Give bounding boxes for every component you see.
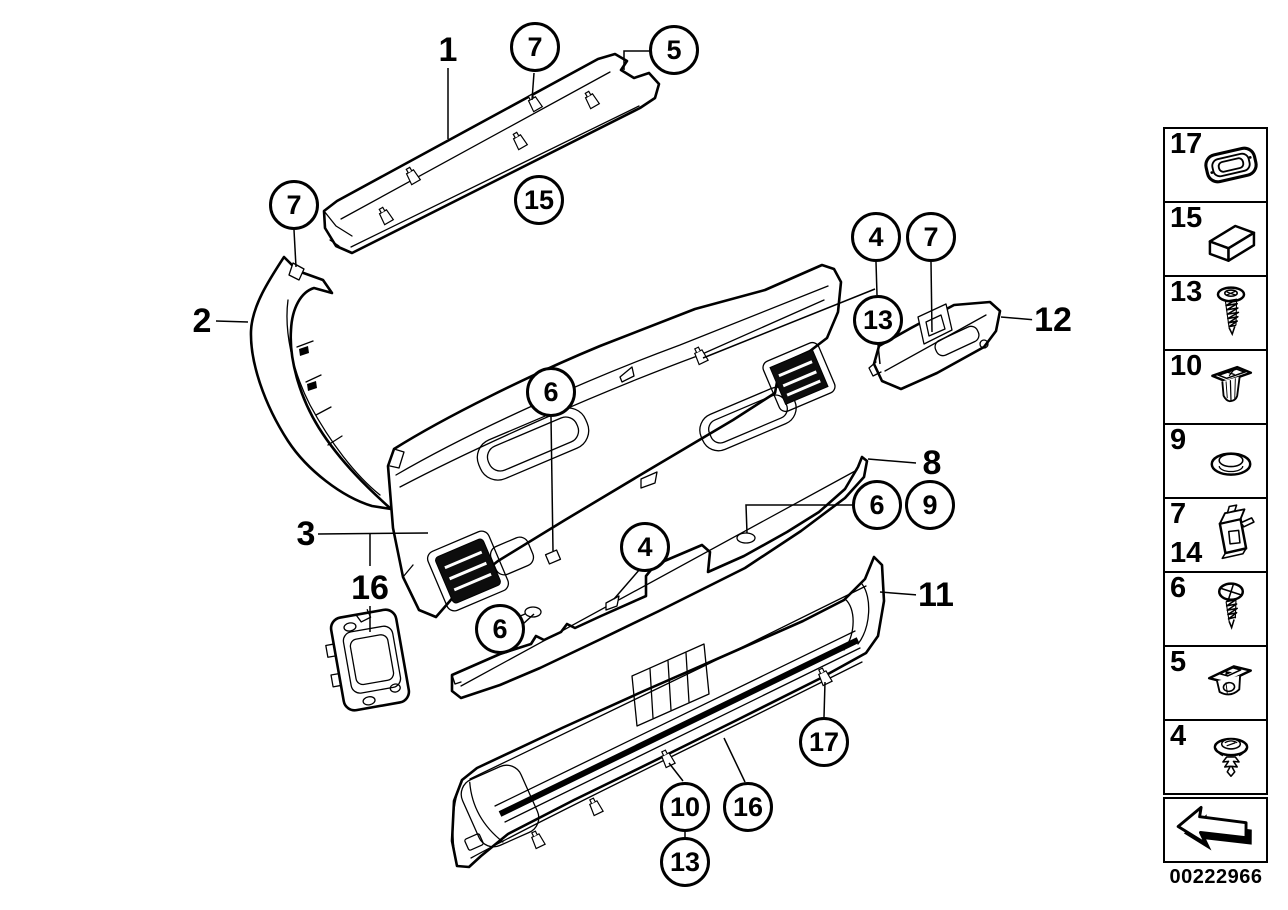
expanding-rivet-icon — [1213, 737, 1249, 777]
callout-7[interactable]: 7 — [906, 212, 956, 262]
legend-row-17[interactable]: 17 — [1165, 128, 1266, 201]
part-16-bracket — [325, 608, 411, 712]
legend-number-5: 5 — [1170, 646, 1187, 678]
legend-row-5[interactable]: 5 — [1165, 645, 1266, 719]
callout-4[interactable]: 4 — [851, 212, 901, 262]
callout-10[interactable]: 10 — [660, 782, 710, 832]
expanding-nut-icon — [1211, 365, 1253, 403]
callout-13[interactable]: 13 — [853, 295, 903, 345]
callout-8[interactable]: 8 — [920, 444, 944, 482]
direction-arrow-box — [1163, 797, 1268, 863]
part-3-main-trim-panel — [386, 263, 843, 619]
document-number: 00222966 — [1169, 866, 1263, 888]
phillips-screw-icon — [1217, 582, 1245, 630]
part-8-sill-strip — [450, 455, 869, 700]
callout-4[interactable]: 4 — [620, 522, 670, 572]
part-1-upper-trim-panel — [322, 52, 661, 255]
legend-row-13[interactable]: 13 — [1165, 275, 1266, 349]
callout-13[interactable]: 13 — [660, 837, 710, 887]
callout-12[interactable]: 12 — [1032, 301, 1074, 339]
fastener-legend: 17 15 13 10 — [1163, 127, 1268, 795]
part-11-lower-trim-panel — [450, 555, 886, 869]
callout-7[interactable]: 7 — [510, 22, 560, 72]
legend-number-4: 4 — [1170, 720, 1187, 752]
callout-6[interactable]: 6 — [475, 604, 525, 654]
legend-row-15[interactable]: 15 — [1165, 201, 1266, 275]
callout-9[interactable]: 9 — [905, 480, 955, 530]
legend-number-9: 9 — [1170, 424, 1187, 456]
plug-cover-icon — [1204, 146, 1258, 184]
callout-6[interactable]: 6 — [852, 480, 902, 530]
legend-row-6[interactable]: 6 — [1165, 571, 1266, 645]
legend-row-10[interactable]: 10 — [1165, 349, 1266, 423]
callout-2[interactable]: 2 — [190, 302, 214, 340]
callout-16[interactable]: 16 — [349, 569, 391, 607]
legend-row-9[interactable]: 9 — [1165, 423, 1266, 497]
callout-6[interactable]: 6 — [526, 367, 576, 417]
legend-number-15: 15 — [1170, 202, 1203, 234]
legend-number-6: 6 — [1170, 572, 1187, 604]
legend-number-10: 10 — [1170, 350, 1203, 382]
legend-number-14: 14 — [1170, 537, 1203, 570]
cage-nut-icon — [1207, 665, 1252, 696]
callout-17[interactable]: 17 — [799, 717, 849, 767]
washer-screw-icon — [1216, 286, 1246, 337]
leader-lines — [215, 50, 1037, 837]
spring-clip-icon — [1218, 504, 1255, 560]
legend-number-13: 13 — [1170, 276, 1203, 308]
foam-pad-icon — [1208, 224, 1256, 262]
legend-number-7: 7 — [1170, 498, 1187, 530]
callout-1[interactable]: 1 — [436, 31, 460, 69]
part-12-pull-handle-trim — [868, 300, 1002, 391]
callout-3[interactable]: 3 — [294, 515, 318, 553]
callout-5[interactable]: 5 — [649, 25, 699, 75]
part-2-left-side-trim — [249, 255, 393, 511]
callout-11[interactable]: 11 — [916, 576, 956, 614]
callout-16[interactable]: 16 — [723, 782, 773, 832]
legend-number-17: 17 — [1170, 128, 1203, 160]
grommet-icon — [1210, 452, 1252, 476]
legend-row-4[interactable]: 4 — [1165, 719, 1266, 793]
callout-7[interactable]: 7 — [269, 180, 319, 230]
callout-15[interactable]: 15 — [514, 175, 564, 225]
direction-arrow-icon — [1176, 805, 1252, 851]
